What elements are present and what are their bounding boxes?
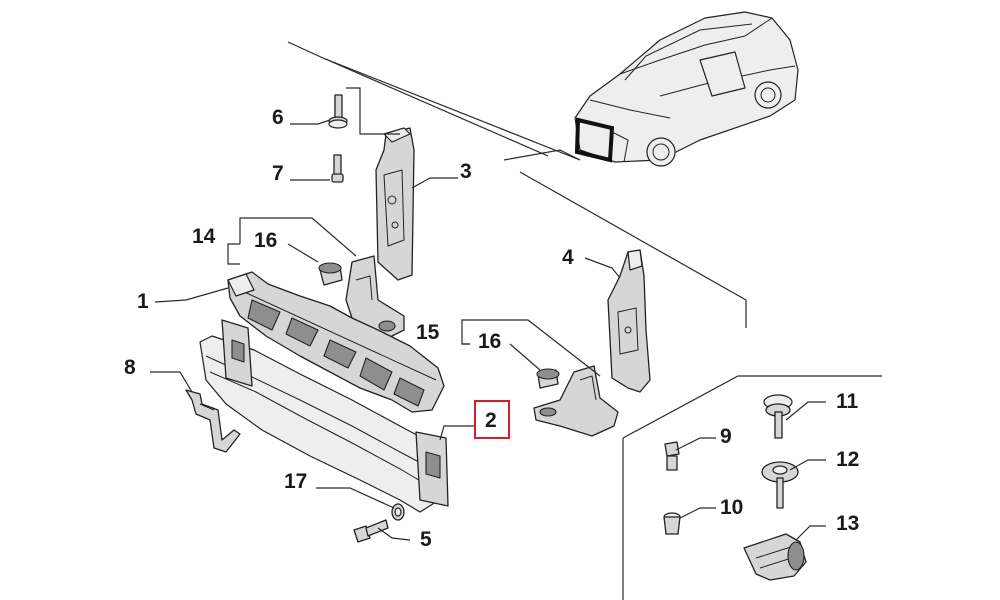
callout-6[interactable]: 6 <box>272 106 284 129</box>
part-15-bracket <box>533 365 619 437</box>
callout-5[interactable]: 5 <box>420 528 432 551</box>
part-3-bracket <box>375 127 415 281</box>
part-16-clip-lower <box>536 368 560 389</box>
part-2-bumper-beam <box>199 319 449 513</box>
part-16-clip-upper <box>318 262 343 286</box>
part-6-bolt <box>328 94 348 129</box>
callout-16-lower[interactable]: 16 <box>478 330 501 353</box>
section-lines <box>287 41 882 600</box>
callout-14[interactable]: 14 <box>192 225 216 248</box>
callout-8[interactable]: 8 <box>124 356 136 379</box>
part-17-washer <box>391 503 405 521</box>
part-10-stud <box>663 512 681 535</box>
leader-lines <box>150 87 826 541</box>
part-14-bracket <box>345 255 405 339</box>
part-1-crossmember <box>227 271 445 413</box>
part-11-rivet <box>763 394 793 439</box>
callout-1[interactable]: 1 <box>137 290 149 313</box>
car-illustration <box>574 11 799 167</box>
callouts: 6 7 3 14 16 1 8 4 15 16 2 17 5 11 12 13 … <box>124 106 859 551</box>
part-5-bolt <box>353 519 389 543</box>
callout-3[interactable]: 3 <box>460 160 472 183</box>
callout-15[interactable]: 15 <box>416 321 440 344</box>
front-wheel-icon <box>646 137 676 167</box>
part-13-grommet <box>743 533 807 581</box>
callout-9[interactable]: 9 <box>720 425 732 448</box>
callout-7[interactable]: 7 <box>272 162 284 185</box>
callout-4[interactable]: 4 <box>562 246 574 269</box>
callout-12[interactable]: 12 <box>836 448 859 471</box>
callout-11[interactable]: 11 <box>836 390 859 413</box>
part-7-bolt <box>331 154 344 183</box>
part-4-bracket <box>607 249 651 393</box>
part-12-rivet <box>761 461 799 509</box>
callout-17[interactable]: 17 <box>284 470 307 493</box>
part-8-bracket <box>185 389 241 453</box>
callout-2[interactable]: 2 <box>485 409 497 432</box>
callout-13[interactable]: 13 <box>836 512 859 535</box>
callout-10[interactable]: 10 <box>720 496 743 519</box>
rear-wheel-icon <box>754 81 782 109</box>
part-9-bolt <box>664 441 680 471</box>
callout-16-upper[interactable]: 16 <box>254 229 277 252</box>
bumper-location-marker <box>574 117 615 163</box>
highlight-box <box>474 400 510 439</box>
